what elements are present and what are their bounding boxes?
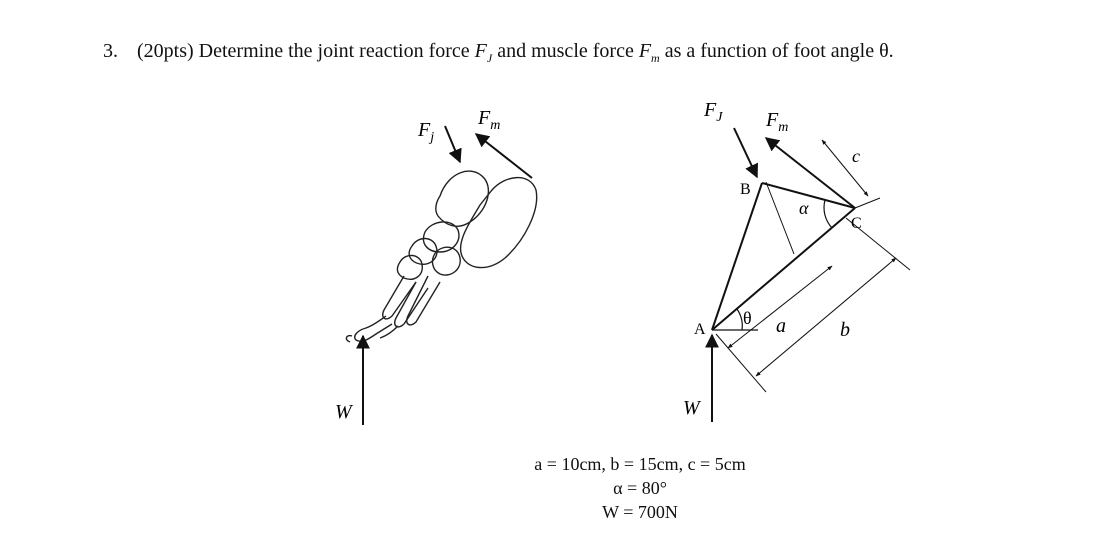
point-c-label: C — [851, 215, 862, 232]
alpha-arc — [823, 199, 833, 229]
dim-c-line — [821, 139, 869, 197]
dim-extension-b-end — [845, 217, 911, 271]
given-weight: W = 700N — [602, 502, 678, 522]
foot-skeleton — [345, 170, 538, 343]
dim-b-label: b — [840, 319, 850, 341]
point-a-label: A — [694, 321, 706, 338]
given-dimensions: a = 10cm, b = 15cm, c = 5cm — [534, 454, 746, 474]
left-fj-arrow — [444, 125, 462, 164]
right-fm-arrow — [764, 137, 856, 209]
theta-arc — [736, 308, 743, 331]
given-values: a = 10cm, b = 15cm, c = 5cm α = 80° W = … — [490, 452, 790, 524]
dim-extension-a-end — [765, 181, 795, 255]
dim-extension-c-end — [854, 197, 881, 209]
theta-label: θ — [743, 308, 752, 328]
question-text-1: Determine the joint reaction force — [198, 40, 470, 62]
right-w-label: W — [683, 397, 702, 419]
dim-extension-a-start — [715, 333, 767, 393]
line-ab — [711, 182, 763, 331]
left-w-label: W — [335, 401, 354, 423]
fj-symbol: F — [474, 40, 487, 62]
fm-subscript: m — [651, 51, 660, 65]
given-alpha: α = 80° — [613, 478, 667, 498]
dim-c-label: c — [852, 146, 860, 166]
question-text-2: and muscle force — [497, 40, 634, 62]
question-text: 3. (20pts) Determine the joint reaction … — [103, 40, 894, 66]
right-fj-arrow — [733, 127, 758, 179]
alpha-label: α — [799, 198, 809, 218]
dim-a-label: a — [776, 315, 786, 337]
point-b-label: B — [740, 181, 751, 198]
fm-symbol: F — [638, 40, 652, 62]
left-fm-label: Fm — [477, 107, 500, 133]
line-bc — [761, 182, 856, 209]
left-fj-label: Fj — [417, 119, 434, 145]
question-text-3: as a function of foot angle θ. — [664, 40, 894, 62]
fj-subscript: J — [486, 51, 493, 65]
right-fj-label: FJ — [703, 99, 723, 125]
dim-b-line — [755, 257, 897, 377]
left-fm-arrow — [474, 133, 533, 179]
question-number: 3. — [103, 40, 118, 62]
question-points: (20pts) — [137, 40, 194, 62]
right-fm-label: Fm — [765, 109, 788, 135]
